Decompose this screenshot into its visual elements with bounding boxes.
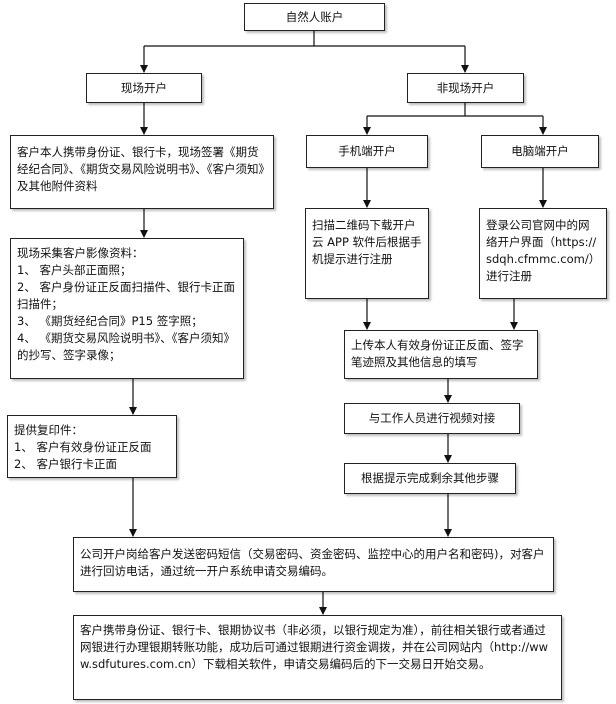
onsite-step2-title: 现场采集客户影像资料： [17,246,144,260]
pc-step-node: 登录公司官网中的网络开户界面（https://sdqh.cfmmc.com/）进… [479,208,607,299]
mobile-node: 手机端开户 [306,135,428,168]
mobile-label: 手机端开户 [338,144,396,158]
final-node: 客户携带身份证、银行卡、银期协议书（非必须，以银行规定为准），前往相关银行或者通… [73,615,562,700]
remaining-text: 根据提示完成剩余其他步骤 [361,471,499,485]
root-node: 自然人账户 [244,3,385,31]
onsite-step1-node: 客户本人携带身份证、银行卡，现场签署《期货经纪合同》、《期货交易风险说明书》、《… [10,135,274,209]
video-node: 与工作人员进行视频对接 [344,403,520,434]
root-label: 自然人账户 [285,9,344,24]
onsite-step1-text: 客户本人携带身份证、银行卡，现场签署《期货经纪合同》、《期货交易风险说明书》、《… [17,145,265,193]
onsite-step2-item: 2、 客户身份证正反面扫描件、银行卡正面扫描件； [17,280,235,311]
remote-label: 非现场开户 [436,80,495,95]
final-text: 客户携带身份证、银行卡、银期协议书（非必须，以银行规定为准），前往相关银行或者通… [80,623,549,671]
pc-step-text: 登录公司官网中的网络开户界面（https://sdqh.cfmmc.com/）进… [486,218,597,283]
onsite-step3-item: 2、 客户银行卡正面 [14,457,117,471]
onsite-step3-node: 提供复印件： 1、 客户有效身份证正反面 2、 客户银行卡正面 [7,415,177,478]
onsite-step2-item: 1、 客户头部正面照； [17,263,132,277]
remote-node: 非现场开户 [407,73,524,103]
pc-label: 电脑端开户 [511,144,569,158]
mobile-step-text: 扫描二维码下载开户云 APP 软件后根据手机提示进行注册 [312,218,422,266]
sms-node: 公司开户岗给客户发送密码短信（交易密码、资金密码、监控中心的用户名和密码)，对客… [73,537,554,592]
onsite-label: 现场开户 [121,80,167,95]
mobile-step-node: 扫描二维码下载开户云 APP 软件后根据手机提示进行注册 [305,208,429,299]
onsite-node: 现场开户 [86,73,202,103]
upload-text: 上传本人有效身份证正反面、签字笔迹照及其他信息的填写 [351,338,524,369]
onsite-step2-item: 4、 《期货交易风险说明书》、《客户须知》的抄写、签字录像； [17,331,235,362]
onsite-step3-item: 1、 客户有效身份证正反面 [14,440,152,454]
video-text: 与工作人员进行视频对接 [368,411,496,425]
sms-text: 公司开户岗给客户发送密码短信（交易密码、资金密码、监控中心的用户名和密码)，对客… [80,547,545,578]
pc-node: 电脑端开户 [481,135,599,168]
upload-node: 上传本人有效身份证正反面、签字笔迹照及其他信息的填写 [344,330,538,379]
onsite-step2-node: 现场采集客户影像资料： 1、 客户头部正面照； 2、 客户身份证正反面扫描件、银… [10,238,244,379]
onsite-step3-title: 提供复印件： [14,423,83,437]
remaining-node: 根据提示完成剩余其他步骤 [344,463,516,494]
onsite-step2-item: 3、 《期货经纪合同》P15 签字照； [17,314,203,328]
